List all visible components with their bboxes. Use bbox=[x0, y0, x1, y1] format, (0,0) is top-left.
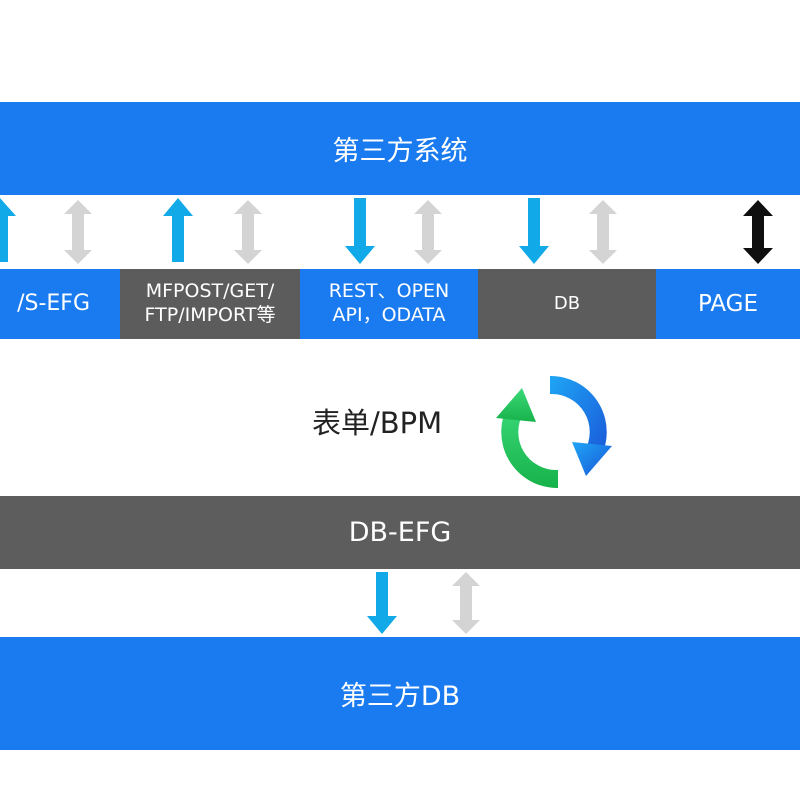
down-arrow-icon bbox=[519, 198, 549, 264]
up-arrow-icon bbox=[0, 198, 16, 262]
segment-label-line: API，ODATA bbox=[332, 304, 446, 326]
double-arrow-icon bbox=[414, 200, 442, 264]
segment-label: DB bbox=[553, 292, 581, 314]
double-arrow-icon bbox=[234, 200, 262, 264]
third-party-db-band: 第三方DB bbox=[0, 637, 800, 750]
form-bpm-label: 表单/BPM bbox=[312, 406, 443, 440]
db-efg-label: DB-EFG bbox=[348, 517, 452, 548]
segment-db: DB bbox=[478, 269, 656, 339]
third-party-system-label: 第三方系统 bbox=[332, 136, 468, 167]
segment-ws-efg: /S-EFG bbox=[0, 269, 120, 339]
down-arrow-icon bbox=[367, 572, 397, 634]
sync-logo-icon bbox=[496, 375, 612, 489]
segment-label: /S-EFG bbox=[17, 291, 90, 317]
db-efg-band: DB-EFG bbox=[0, 496, 800, 569]
segment-label: PAGE bbox=[697, 290, 759, 317]
down-arrow-icon bbox=[345, 198, 375, 264]
double-arrow-icon bbox=[743, 200, 773, 264]
segment-label-line: MFPOST/GET/ bbox=[145, 280, 275, 303]
up-arrow-icon bbox=[163, 198, 193, 262]
third-party-system-band: 第三方系统 bbox=[0, 102, 800, 195]
double-arrow-icon bbox=[452, 572, 480, 634]
segment-mfpost: MFPOST/GET/ FTP/IMPORT等 bbox=[120, 269, 300, 339]
segment-rest-api: REST、OPEN API，ODATA bbox=[300, 269, 478, 339]
double-arrow-icon bbox=[589, 200, 617, 264]
segment-label-line: REST、OPEN bbox=[328, 280, 450, 303]
double-arrow-icon bbox=[64, 200, 92, 264]
segment-label-line: FTP/IMPORT等 bbox=[144, 304, 276, 326]
segment-page: PAGE bbox=[656, 269, 800, 339]
third-party-db-label: 第三方DB bbox=[339, 681, 461, 712]
